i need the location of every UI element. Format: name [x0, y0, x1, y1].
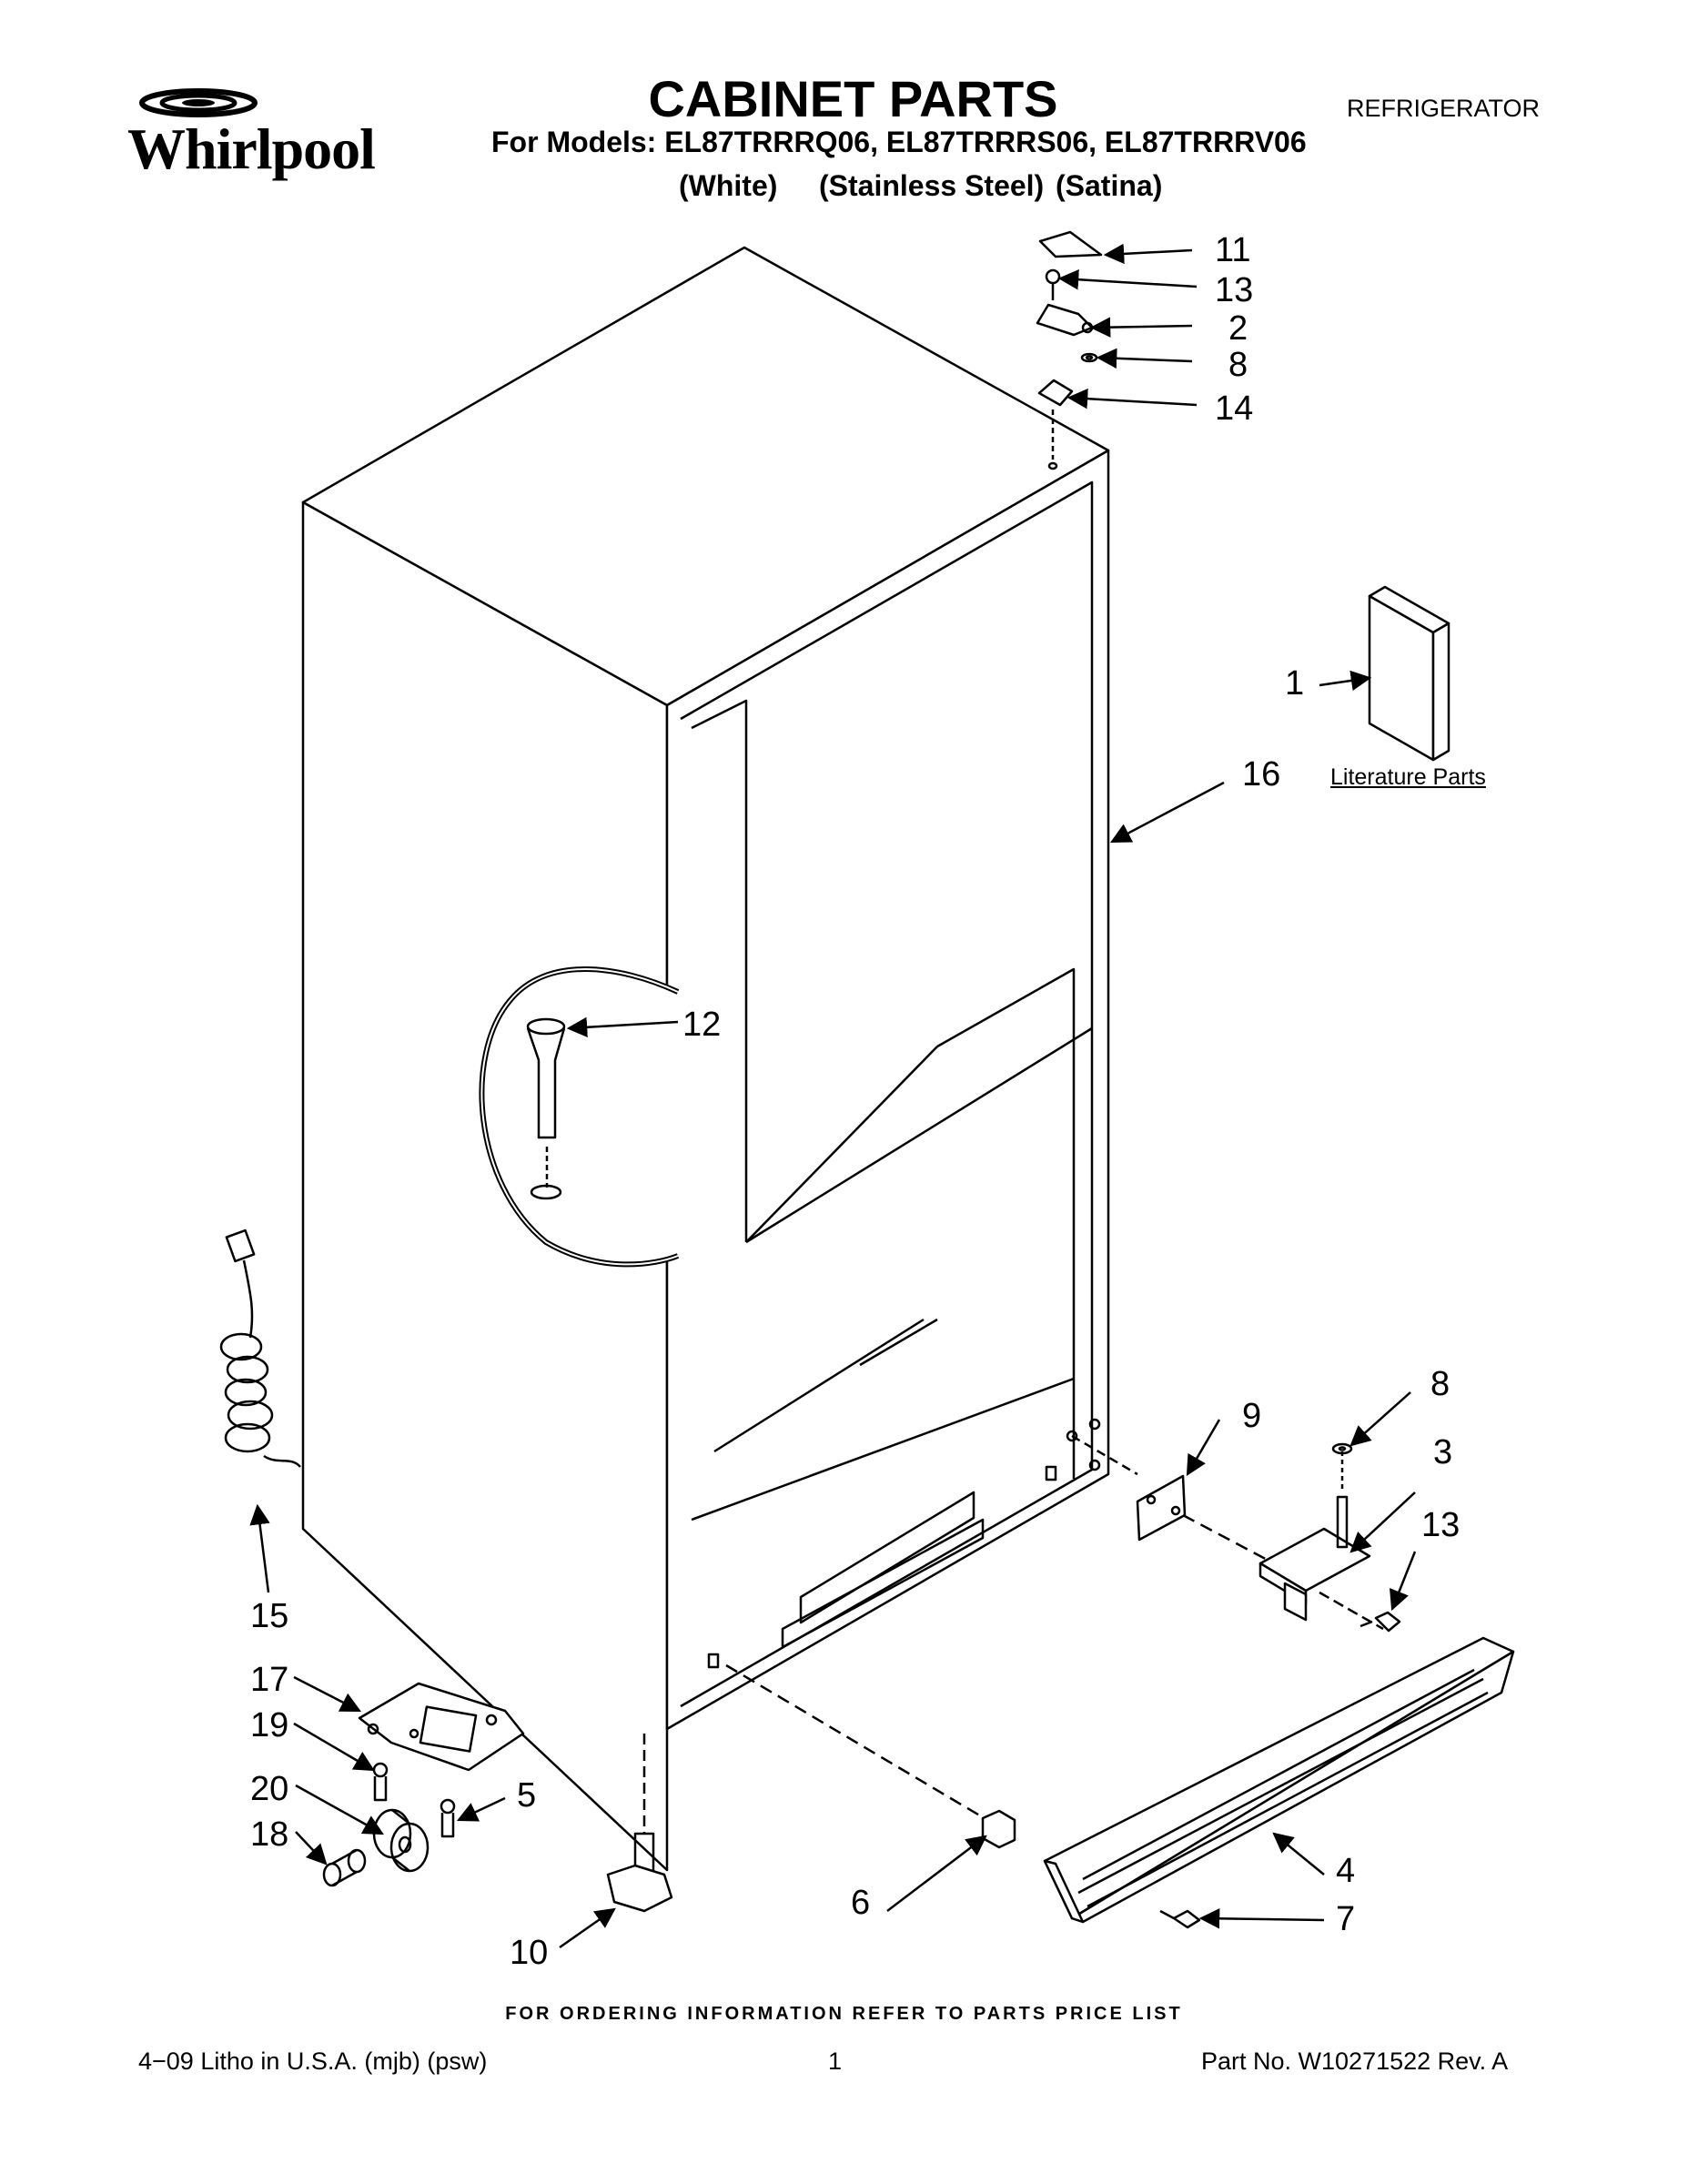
part-13-screw-top [1045, 268, 1061, 300]
part-11-leveling-leg [606, 1734, 673, 1913]
cabinet-body [301, 246, 1110, 1872]
callout-14: 14 [1215, 389, 1254, 428]
callout-1: 1 [1285, 664, 1305, 703]
part-3-lower-hinge [1258, 1451, 1371, 1622]
callout-4: 4 [1336, 1852, 1356, 1890]
part-number: Part No. W10271522 Rev. A [1201, 2048, 1509, 2075]
part-15-power-cord [219, 1228, 301, 1468]
callout-16: 16 [1242, 755, 1281, 794]
callout-18: 18 [250, 1815, 289, 1854]
part-6-clip [981, 1809, 1016, 1849]
variant-white: (White) [679, 169, 778, 202]
ordering-note: FOR ORDERING INFORMATION REFER TO PARTS … [505, 2004, 1183, 2024]
variant-satina: (Satina) [1056, 169, 1163, 202]
callout-11: 10 [510, 1934, 549, 1972]
part-20-spacer [372, 1808, 430, 1873]
literature-parts-label: Literature Parts [1330, 764, 1486, 790]
part-2-top-hinge [1036, 303, 1094, 337]
part-18-pin [322, 1848, 367, 1887]
callout-15: 15 [250, 1597, 289, 1635]
part-10-hinge-cover [1038, 230, 1103, 258]
models-line: For Models: EL87TRRRQ06, EL87TRRRS06, EL… [491, 126, 1307, 158]
part-8-washer-lower [1331, 1442, 1353, 1455]
callout-12: 12 [682, 1006, 722, 1044]
page-number: 1 [828, 2048, 843, 2075]
callout-9: 9 [1242, 1397, 1262, 1435]
part-9-hinge-plate [1136, 1474, 1187, 1542]
callout-13-top: 13 [1215, 271, 1254, 309]
callout-2: 2 [1228, 309, 1248, 348]
callout-17: 17 [250, 1661, 289, 1699]
part-5-screw [440, 1798, 456, 1838]
brand-name: Whirlpool [127, 116, 376, 181]
part-17-bracket [358, 1682, 525, 1772]
callout-20: 20 [250, 1770, 289, 1808]
part-4-toe-grille [1043, 1636, 1515, 1924]
callout-7: 7 [1336, 1900, 1356, 1938]
callout-13-lower: 13 [1421, 1506, 1461, 1544]
part-14-shim [1037, 379, 1074, 407]
page-title: CABINET PARTS [648, 70, 1058, 127]
whirlpool-logo: Whirlpool [127, 86, 382, 187]
callout-3: 3 [1433, 1433, 1453, 1471]
callout-5: 5 [517, 1776, 537, 1815]
callout-8-lower: 8 [1430, 1365, 1450, 1403]
part-12-drain-tube [526, 1017, 566, 1200]
part-13-screw-lower [1359, 1611, 1401, 1633]
logo-swirl-icon [139, 88, 258, 117]
callout-8-top: 8 [1228, 346, 1248, 384]
callout-6: 6 [851, 1884, 871, 1922]
callout-19: 19 [250, 1706, 289, 1744]
part-19-screw [372, 1762, 389, 1802]
variant-stainless: (Stainless Steel) [819, 169, 1045, 202]
leader-arrows [249, 243, 1417, 1949]
part-1-literature [1368, 585, 1450, 762]
part-7-screw [1159, 1909, 1201, 1929]
litho-info: 4−09 Litho in U.S.A. (mjb) (psw) [138, 2048, 488, 2075]
part-8-washer-top [1080, 352, 1098, 363]
callout-10: 11 [1215, 231, 1251, 269]
appliance-category: REFRIGERATOR [1347, 95, 1541, 122]
